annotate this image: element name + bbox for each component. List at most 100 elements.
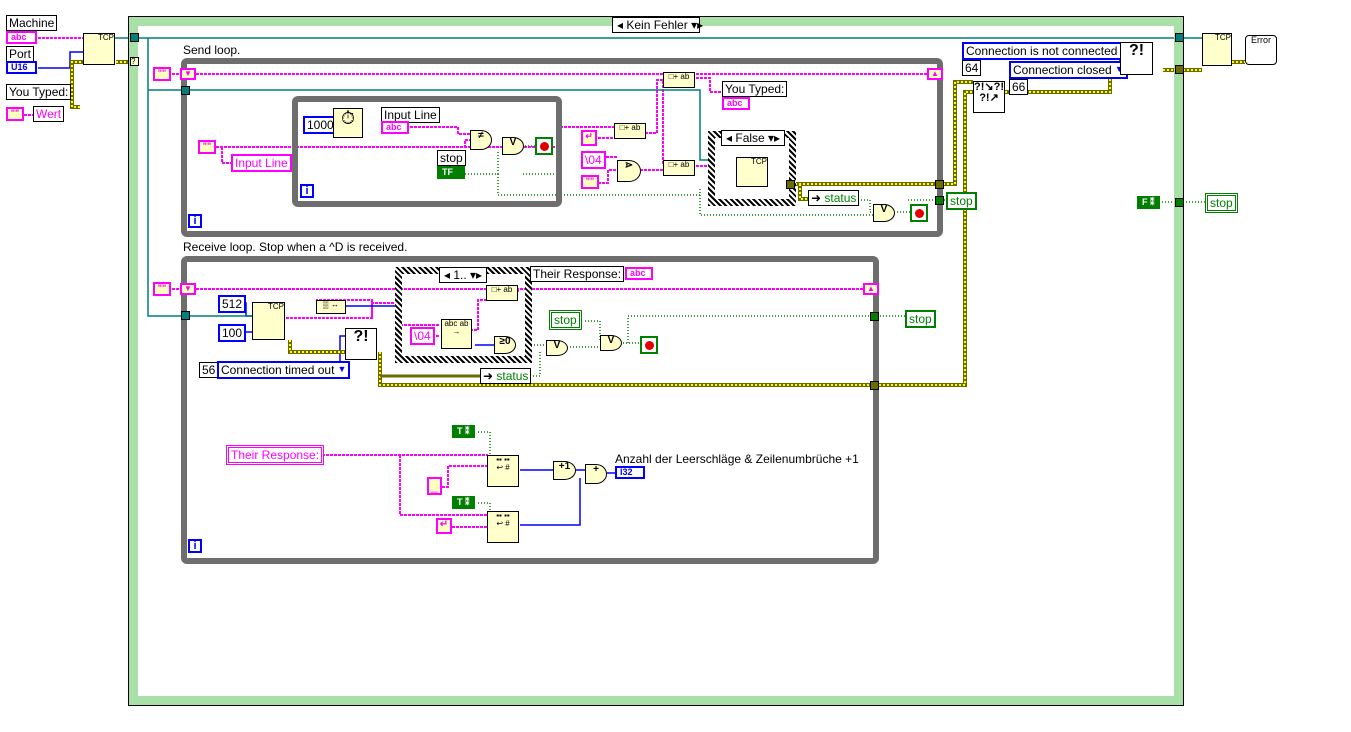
wait-metronome-icon: ⏱: [333, 108, 363, 138]
receive-eot-constant[interactable]: \04: [410, 327, 435, 345]
receive-shift-register-right: ▲: [863, 283, 879, 295]
refnum-tunnel-out: [1175, 33, 1184, 42]
concatenate-strings-icon-2: □+ ab: [663, 72, 695, 88]
receive-refnum-tunnel: [181, 311, 190, 320]
their-response-indicator: abc: [625, 267, 653, 280]
machine-control[interactable]: abc: [6, 31, 37, 44]
count-indicator: I32: [615, 466, 645, 479]
merge-errors-icon: ?!↘?!?!↗: [973, 81, 1005, 113]
case-selector-label: Kein Fehler: [626, 18, 688, 32]
false-tunnel: [1175, 198, 1184, 207]
eot-string-constant[interactable]: \04: [581, 151, 606, 169]
status-label: status: [824, 191, 857, 205]
error-wires: [70, 60, 1245, 387]
connection-closed-enum[interactable]: Connection closed: [1009, 61, 1128, 79]
stop-local-variable-1[interactable]: stop: [946, 192, 977, 210]
true-constant-label-1: T: [457, 426, 463, 436]
search-replace-icon-1: ▪▪ ▪▪↩ #: [487, 455, 519, 487]
stop-local-variable-receive[interactable]: stop: [549, 310, 582, 330]
input-line-control[interactable]: abc: [381, 121, 409, 134]
search-replace-icon-2: ▪▪ ▪▪↩ #: [487, 511, 519, 543]
true-constant-label-2: T: [457, 497, 463, 507]
true-constant-2[interactable]: T ⁑: [452, 496, 475, 509]
send-error-tunnel: [786, 180, 795, 189]
or-gate-icon-2: V: [873, 204, 895, 222]
not-equal-icon: ≠: [470, 130, 492, 150]
string-length-icon: ▒ ↔: [316, 300, 346, 314]
their-response-label: Their Response:: [530, 266, 625, 282]
concatenate-strings-icon-4: □+ ab: [486, 285, 518, 301]
refnum-tunnel: [130, 33, 139, 42]
machine-label: Machine: [6, 15, 58, 31]
you-typed-indicator-label: You Typed:: [722, 81, 788, 97]
port-control[interactable]: U16: [6, 61, 37, 74]
tcp-write-icon: TCP: [736, 157, 768, 187]
case-selector-kein-fehler[interactable]: ◂ Kein Fehler ▾▸: [612, 17, 703, 33]
error-check-icon: ?!: [345, 328, 377, 360]
status-unbundle: ➜ status: [808, 190, 860, 206]
receive-empty-string-constant[interactable]: "": [153, 282, 171, 296]
concatenate-strings-icon: □+ ab: [614, 123, 646, 139]
receive-status-label: status: [496, 369, 529, 383]
input-line-local-variable[interactable]: Input Line: [231, 154, 292, 172]
error-handler-icon: Error: [1245, 35, 1277, 65]
send-loop-stop-icon: [910, 204, 928, 222]
match-pattern-icon: abc ab→: [441, 319, 472, 349]
receive-case-selector-label: 1..: [453, 268, 467, 282]
or-gate-icon-4: V: [600, 335, 622, 351]
increment-icon: +1: [553, 461, 576, 480]
error-code-64: 64: [962, 60, 982, 76]
receive-case-selector[interactable]: ◂ 1.. ▾▸: [439, 267, 488, 283]
error-tunnel-out: [1175, 65, 1184, 74]
empty-string-constant-2[interactable]: "": [581, 175, 599, 189]
input-line-label: Input Line: [381, 107, 440, 123]
their-response-local-variable[interactable]: Their Response:: [226, 445, 325, 465]
space-constant[interactable]: _: [427, 477, 442, 495]
receive-status-unbundle: ➜ status: [480, 368, 532, 384]
connection-timed-out-enum[interactable]: Connection timed out: [217, 361, 351, 379]
stop-button-terminal[interactable]: TF: [437, 166, 465, 179]
stop-local-variable-2[interactable]: stop: [905, 310, 936, 328]
receive-error-tunnel: [870, 381, 879, 390]
receive-iteration-terminal: i: [188, 539, 202, 553]
or-gate-icon-3: V: [546, 340, 568, 356]
receive-while-loop: [181, 256, 879, 564]
error-code-56: 56: [199, 362, 219, 378]
shift-register-right: ▲: [927, 68, 943, 80]
bytes-to-read-constant[interactable]: 512: [218, 295, 247, 313]
inner-iteration-terminal: i: [300, 184, 314, 198]
error-tunnel: ?: [130, 57, 139, 66]
select-icon: ⋗: [617, 160, 641, 182]
true-constant-1[interactable]: T ⁑: [452, 425, 475, 438]
end-of-line-constant[interactable]: ↵: [581, 130, 597, 146]
tcp-open-connection-icon: TCP: [83, 33, 115, 65]
timeout-constant[interactable]: 100: [218, 324, 247, 342]
greater-or-equal-zero-icon: ≥0: [494, 336, 516, 354]
stop-local-variable-3[interactable]: stop: [1205, 193, 1238, 213]
send-loop-error-tunnel: [935, 180, 944, 189]
receive-loop-stop-icon: [640, 336, 658, 354]
send-refnum-tunnel: [181, 86, 190, 95]
receive-bool-tunnel: [870, 312, 879, 321]
or-gate-icon: V: [502, 137, 524, 155]
line-feed-constant[interactable]: ↵: [436, 518, 452, 534]
send-case-selector[interactable]: ◂ False ▾▸: [721, 130, 786, 146]
you-typed-local-variable[interactable]: Wert: [33, 106, 65, 122]
refnum-wires: [115, 37, 1202, 317]
empty-string-constant[interactable]: "": [6, 107, 24, 121]
inner-while-loop: [292, 96, 562, 207]
loop-stop-condition-icon: [535, 137, 553, 155]
false-constant[interactable]: F ⁑: [1137, 196, 1160, 209]
send-empty-string-constant[interactable]: "": [153, 67, 171, 81]
clear-errors-icon: ?!: [1120, 42, 1153, 75]
tcp-read-icon: TCP: [252, 302, 285, 340]
shift-register-left: ▼: [180, 68, 196, 80]
send-while-loop: [181, 58, 943, 237]
connection-not-connected-enum[interactable]: Connection is not connected: [962, 42, 1134, 60]
port-label: Port: [6, 46, 35, 62]
send-iteration-terminal: i: [188, 214, 202, 228]
send-string-constant[interactable]: "": [198, 140, 216, 154]
count-label: Anzahl der Leerschläge & Zeilenumbrüche …: [615, 452, 859, 466]
receive-shift-register-left: ▼: [180, 283, 196, 295]
